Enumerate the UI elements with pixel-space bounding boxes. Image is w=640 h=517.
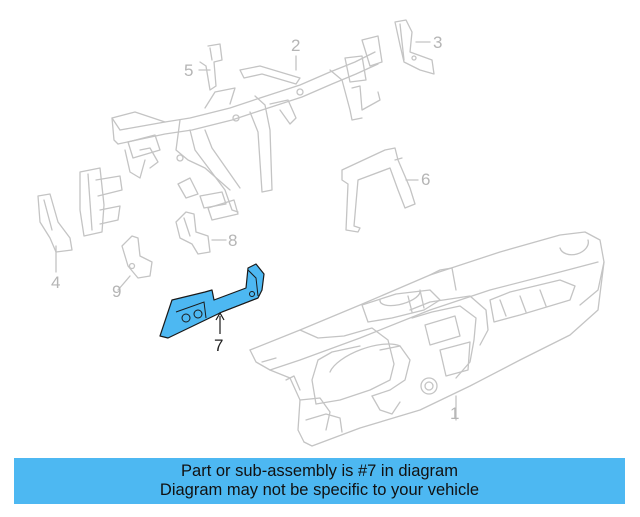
callout-8: 8	[228, 231, 238, 250]
info-banner: Part or sub-assembly is #7 in diagram Di…	[14, 458, 625, 504]
support-stand-part	[341, 147, 416, 233]
instrument-panel-part	[249, 231, 605, 447]
highlighted-part-7	[159, 263, 265, 339]
callout-2: 2	[291, 36, 301, 55]
callout-7: 7	[214, 336, 224, 355]
banner-line-1: Part or sub-assembly is #7 in diagram	[181, 462, 458, 480]
right-side-bracket-part	[394, 19, 435, 75]
small-bracket-part	[199, 43, 223, 91]
callout-5: 5	[184, 61, 194, 80]
callout-leaders	[55, 41, 457, 421]
lower-left-bracket-part	[37, 193, 73, 253]
callout-1: 1	[450, 404, 460, 423]
banner-line-2: Diagram may not be specific to your vehi…	[159, 481, 480, 499]
callout-3: 3	[433, 33, 443, 52]
bracket-8-part	[175, 211, 211, 255]
callout-9: 9	[112, 282, 122, 301]
callout-4: 4	[51, 273, 61, 292]
cross-car-beam-part	[79, 35, 383, 237]
bracket-9-part	[121, 235, 153, 279]
callout-6: 6	[421, 170, 431, 189]
